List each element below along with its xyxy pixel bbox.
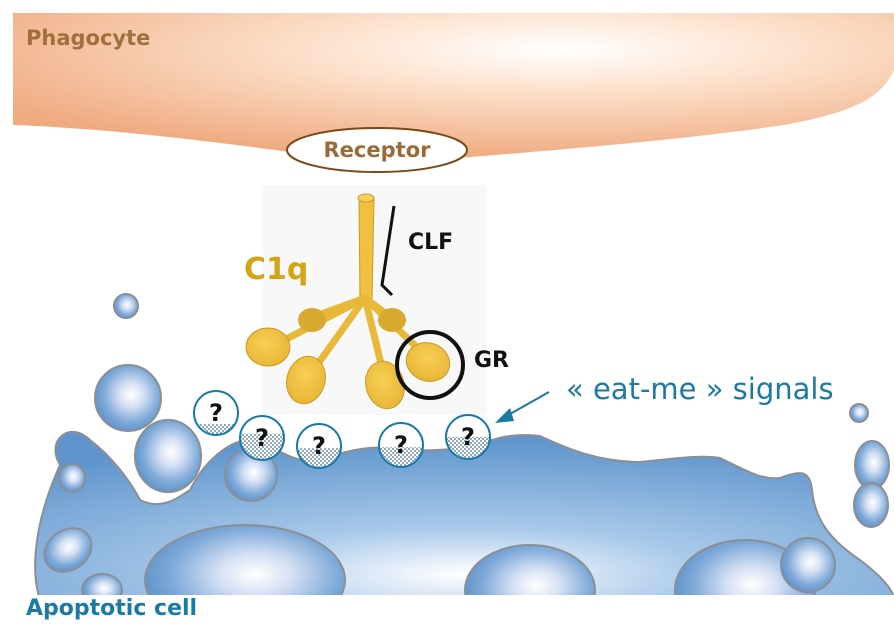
apoptotic-cell-label: Apoptotic cell bbox=[26, 596, 198, 621]
globular-head bbox=[378, 308, 406, 332]
question-mark-icon: ? bbox=[394, 431, 408, 459]
signal-shading bbox=[194, 424, 238, 435]
vesicle bbox=[113, 293, 139, 319]
gr-circle bbox=[395, 330, 465, 400]
signal-ring-outline bbox=[239, 415, 285, 461]
eat-me-signal[interactable]: ? bbox=[452, 421, 484, 453]
bleb bbox=[81, 573, 123, 595]
receptor-label: Receptor bbox=[323, 138, 431, 162]
bleb bbox=[58, 463, 86, 493]
eat-me-arrowhead bbox=[495, 408, 514, 423]
signal-shading bbox=[297, 448, 341, 468]
apoptotic-cell bbox=[34, 364, 894, 595]
globular-head bbox=[286, 355, 326, 405]
eat-me-signal[interactable]: ? bbox=[385, 429, 417, 461]
bleb bbox=[43, 527, 93, 573]
signal-ring-outline bbox=[193, 390, 239, 436]
bleb bbox=[134, 419, 202, 493]
eat-me-signals-label: « eat-me » signals bbox=[566, 372, 834, 406]
gr-label: GR bbox=[474, 348, 509, 373]
question-mark-icon: ? bbox=[255, 424, 269, 452]
bleb bbox=[854, 440, 890, 490]
globular-head bbox=[298, 308, 326, 332]
vesicle bbox=[849, 403, 869, 423]
signal-ring-outline bbox=[378, 422, 424, 468]
globular-head bbox=[365, 360, 405, 410]
eat-me-signal[interactable]: ? bbox=[303, 430, 335, 462]
eat-me-signal[interactable]: ? bbox=[200, 397, 232, 429]
eat-me-signal[interactable]: ? bbox=[246, 422, 278, 454]
receptor[interactable] bbox=[286, 127, 468, 173]
signal-shading bbox=[446, 437, 490, 459]
phagocyte-label: Phagocyte bbox=[26, 26, 151, 50]
phagocyte-body bbox=[13, 13, 894, 160]
signal-shading bbox=[379, 447, 423, 467]
question-mark-icon: ? bbox=[461, 423, 475, 451]
globular-head bbox=[405, 342, 451, 382]
question-mark-icon: ? bbox=[312, 432, 326, 460]
bleb bbox=[94, 364, 162, 432]
signal-ring-outline bbox=[296, 423, 342, 469]
question-mark-icon: ? bbox=[209, 399, 223, 427]
clf-label: CLF bbox=[408, 230, 454, 255]
bleb bbox=[853, 482, 889, 528]
bleb bbox=[464, 544, 596, 595]
bleb bbox=[144, 524, 346, 595]
c1q-label: C1q bbox=[244, 252, 309, 287]
globular-head bbox=[245, 327, 291, 367]
clf-bracket bbox=[380, 205, 396, 297]
c1q-stalk bbox=[358, 197, 375, 301]
bleb bbox=[780, 537, 836, 593]
signal-ring-outline bbox=[445, 414, 491, 460]
c1q-molecule bbox=[245, 185, 487, 415]
